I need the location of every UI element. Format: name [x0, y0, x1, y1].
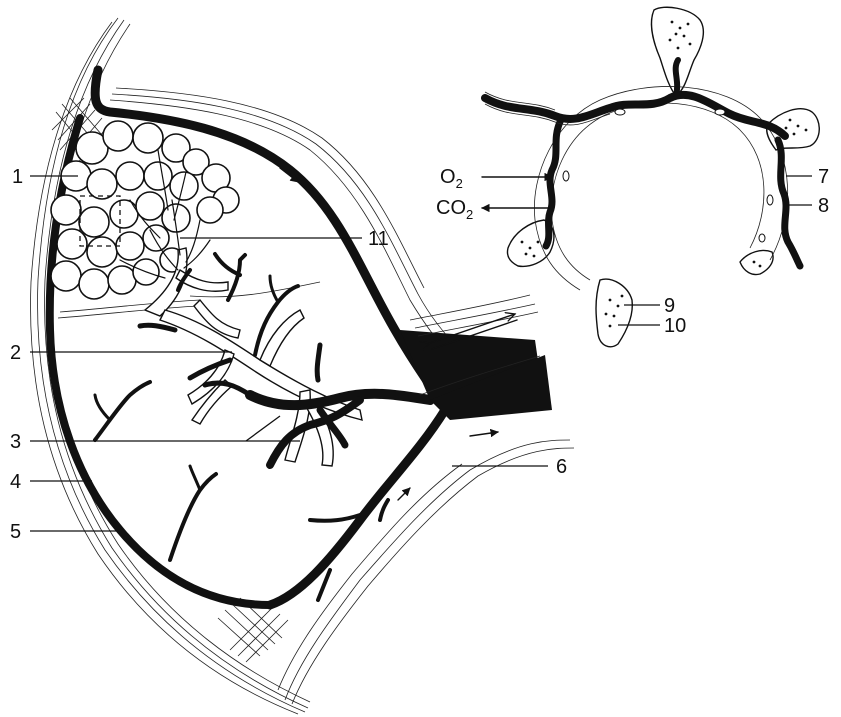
label-8: 8 — [818, 195, 829, 217]
label-4: 4 — [10, 471, 21, 493]
label-10: 10 — [664, 315, 686, 337]
label-11: 11 — [368, 228, 389, 250]
alveolar-wall-inner — [551, 103, 764, 280]
capillary-right — [778, 140, 800, 266]
lobule-left-wall — [50, 118, 270, 605]
o2-label: O2 — [440, 166, 463, 191]
label-5: 5 — [10, 521, 21, 543]
label-1: 1 — [12, 166, 23, 188]
label-3: 3 — [10, 431, 21, 453]
co2-label: CO2 — [436, 197, 473, 222]
alveoli-cluster — [51, 121, 239, 299]
lobule — [31, 18, 574, 714]
wall-nuclei — [563, 109, 773, 242]
label-9: 9 — [664, 295, 675, 317]
label-6: 6 — [556, 456, 567, 478]
label-7: 7 — [818, 166, 829, 188]
capillary-top — [676, 60, 678, 96]
septal-cell-bottom-right — [740, 250, 773, 274]
pulmonary-artery — [140, 254, 430, 465]
septal-cell-bottom — [596, 279, 632, 347]
label-2: 2 — [10, 342, 21, 364]
alveolar-cross-section — [482, 7, 819, 347]
